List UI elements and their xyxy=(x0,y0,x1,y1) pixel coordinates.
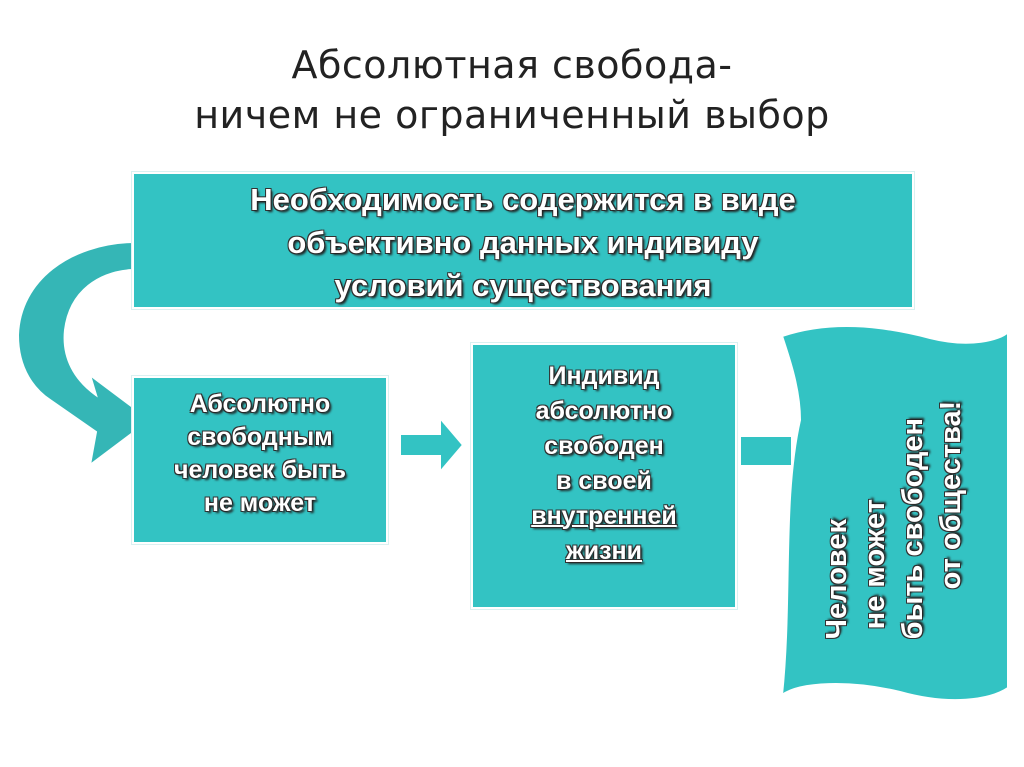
title-line-1: Абсолютная свобода- xyxy=(291,43,733,87)
middle-box-line-3: свободен xyxy=(544,432,664,460)
scroll-line-2: не может xyxy=(859,499,891,630)
page-title: Абсолютная свобода- ничем не ограниченны… xyxy=(0,40,1024,140)
absolute-freedom-impossible-box: Абсолютно свободным человек быть не може… xyxy=(132,376,388,544)
left-box-line-1: Абсолютно xyxy=(189,390,331,418)
middle-box-line-1: Индивид xyxy=(548,362,660,390)
necessity-line-2: объективно данных индивиду xyxy=(287,225,759,260)
scroll-line-1: Человек xyxy=(821,518,853,640)
inner-life-freedom-box: Индивид абсолютно свободен в своей внутр… xyxy=(471,343,737,609)
middle-box-line-4: в своей xyxy=(556,467,652,495)
scroll-shape xyxy=(780,324,1009,702)
necessity-box: Необходимость содержится в виде объектив… xyxy=(132,172,914,309)
connector-bar xyxy=(739,435,793,467)
middle-box-line-6: жизни xyxy=(566,537,642,565)
left-box-line-3: человек быть xyxy=(173,456,347,484)
left-box-line-4: не может xyxy=(203,489,317,517)
necessity-line-3: условий существования xyxy=(334,268,712,303)
middle-box-line-2: абсолютно xyxy=(535,397,673,425)
scroll-text: Человек не может быть свободен от общест… xyxy=(818,401,970,640)
right-arrow xyxy=(399,415,465,475)
left-box-line-2: свободным xyxy=(187,423,333,451)
middle-box-line-5: внутренней xyxy=(531,502,677,530)
scroll-line-3: быть свободен xyxy=(897,417,929,640)
scroll-line-4: от общества! xyxy=(935,400,967,590)
title-line-2: ничем не ограниченный выбор xyxy=(194,93,830,137)
necessity-line-1: Необходимость содержится в виде xyxy=(250,182,796,217)
curved-arrow xyxy=(16,240,152,468)
